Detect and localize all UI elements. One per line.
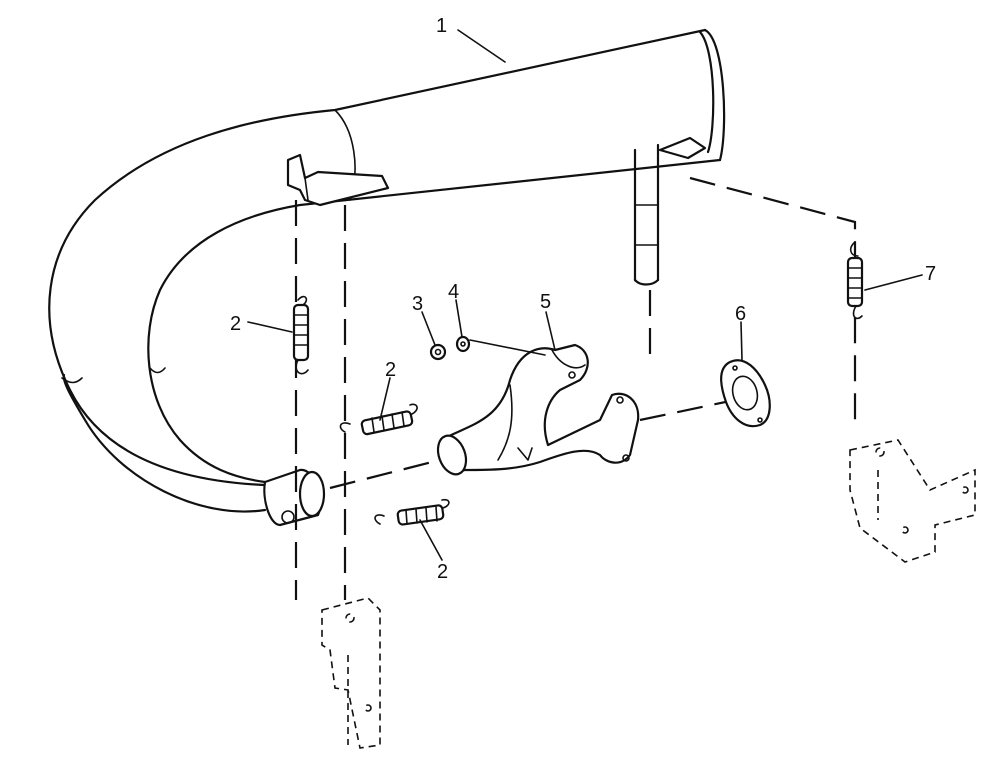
callout-spring-lower: 2 (437, 561, 448, 583)
nut-part[interactable] (429, 343, 447, 361)
callout-muffler: 1 (436, 15, 447, 37)
callout-gasket: 6 (735, 303, 746, 325)
frame-bracket-lower (321, 597, 381, 749)
washer-part[interactable] (455, 335, 471, 353)
spring-right[interactable] (846, 241, 864, 320)
leader-lines (247, 29, 923, 561)
gasket-part[interactable] (720, 359, 771, 428)
alignment-lines (294, 176, 857, 600)
y-pipe-part[interactable] (433, 343, 640, 478)
callout-y-pipe: 5 (540, 291, 551, 313)
callout-spring-right: 7 (925, 263, 936, 285)
callout-spring-upper-left: 2 (230, 313, 241, 335)
callout-nut: 3 (412, 293, 423, 315)
muffler-part[interactable] (48, 28, 726, 527)
spring-center[interactable] (339, 403, 418, 436)
spring-upper-left[interactable] (292, 295, 310, 375)
spring-lower[interactable] (374, 498, 450, 526)
callout-washer: 4 (448, 281, 459, 303)
callout-spring-center: 2 (385, 359, 396, 381)
frame-bracket-right (849, 439, 976, 563)
